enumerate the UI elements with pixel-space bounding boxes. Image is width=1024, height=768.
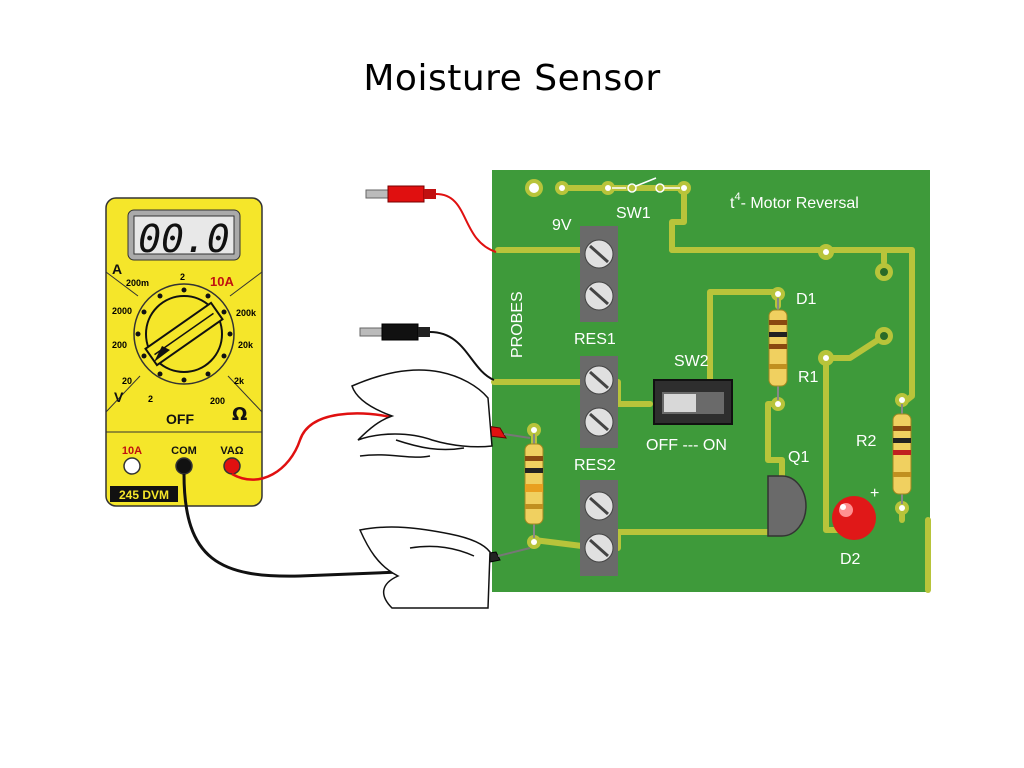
meter-label-2a: 2 — [180, 272, 185, 282]
dial-dots — [135, 287, 233, 383]
board-title: t4- Motor Reversal — [730, 191, 859, 212]
multimeter-dial[interactable] — [144, 295, 224, 373]
meter-label-2k: 2k — [234, 376, 245, 386]
hand-lower — [358, 526, 491, 609]
meter-label-200: 200 — [112, 340, 127, 350]
sw2-slide-switch[interactable] — [653, 379, 733, 425]
meter-label-20: 20 — [122, 376, 132, 386]
label-res2: RES2 — [574, 457, 616, 474]
meter-label-2000: 2000 — [112, 306, 132, 316]
meter-label-200m: 200m — [126, 278, 149, 288]
label-sw1: SW1 — [616, 205, 651, 222]
label-sw2: SW2 — [674, 353, 709, 370]
label-res1: RES1 — [574, 331, 616, 348]
led-d2 — [832, 496, 876, 540]
jack-label-vaohm: VAΩ — [220, 445, 243, 457]
label-plus: + — [870, 485, 879, 502]
meter-label-off: OFF — [166, 411, 194, 427]
red-plug-top — [365, 185, 436, 203]
label-r1: R1 — [798, 369, 819, 386]
meter-display: 00.0 — [138, 217, 230, 261]
jack-10a — [123, 457, 141, 475]
meter-model: 245 DVM — [119, 488, 169, 502]
label-9v: 9V — [552, 217, 572, 234]
meter-label-200-ohm: 200 — [210, 396, 225, 406]
black-wire-top — [429, 331, 495, 381]
resistor-r2 — [892, 404, 912, 504]
pcb-pads — [525, 179, 909, 549]
black-plug-top — [359, 323, 430, 341]
multimeter-jacks — [123, 457, 241, 475]
label-d2: D2 — [840, 551, 861, 568]
meter-label-v: V — [114, 389, 124, 405]
sw1-symbol — [612, 177, 680, 193]
meter-label-10a: 10A — [210, 274, 234, 289]
label-probes: PROBES — [509, 291, 526, 358]
resistor-d1 — [768, 298, 788, 400]
terminal-block-power — [580, 226, 618, 322]
jack-label-com: COM — [171, 445, 197, 457]
terminal-block-res1 — [580, 356, 618, 448]
label-r2: R2 — [856, 433, 877, 450]
meter-label-a: A — [112, 261, 122, 277]
transistor-q1 — [767, 475, 807, 537]
meter-label-ohm: Ω — [232, 404, 247, 425]
meter-label-2v: 2 — [148, 394, 153, 404]
label-q1: Q1 — [788, 449, 809, 466]
black-probe-wire — [182, 473, 401, 578]
resistor-probe — [524, 434, 544, 538]
jack-label-10a: 10A — [122, 445, 142, 457]
meter-label-200k: 200k — [236, 308, 257, 318]
jack-com — [175, 457, 193, 475]
red-probe-wire — [231, 412, 397, 481]
meter-label-20k: 20k — [238, 340, 254, 350]
terminal-block-res2 — [580, 480, 618, 576]
page-title: Moisture Sensor — [363, 58, 661, 99]
label-d1: D1 — [796, 291, 817, 308]
jack-vaohm — [223, 457, 241, 475]
red-wire-top — [435, 193, 497, 253]
meter-model-bg — [110, 486, 178, 502]
label-sw2-state: OFF --- ON — [646, 437, 727, 454]
hand-upper — [351, 369, 493, 458]
